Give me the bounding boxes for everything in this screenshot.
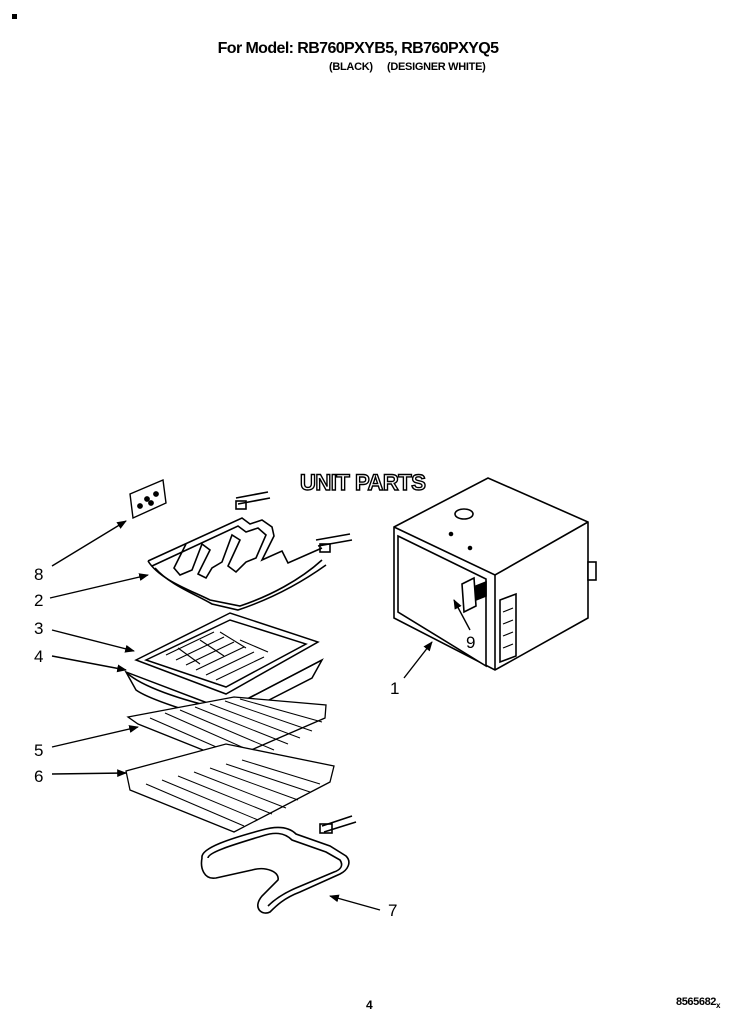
leader-lines	[49, 520, 471, 911]
callout-1: 1	[390, 679, 399, 698]
terminal-plate-part	[129, 478, 167, 520]
callout-9: 9	[466, 633, 475, 652]
callout-3: 3	[34, 619, 43, 638]
page-number: 4	[366, 998, 373, 1012]
section-title: UNIT PARTS	[299, 469, 426, 495]
callout-7: 7	[388, 901, 397, 920]
leader-line-6	[51, 769, 127, 778]
document-number-value: 8565682	[676, 996, 717, 1008]
document-number: 8565682x	[676, 996, 721, 1011]
bake-element-part	[200, 815, 357, 914]
leader-line-2	[49, 573, 149, 599]
leader-line-5	[51, 725, 139, 748]
callout-2: 2	[34, 591, 43, 610]
color-label-black: (BLACK)	[329, 61, 373, 73]
leader-line-8	[51, 520, 127, 567]
leader-line-9	[453, 599, 471, 631]
broiler-grid-part	[134, 612, 320, 695]
leader-line-1	[403, 641, 433, 679]
leader-line-3	[51, 629, 135, 653]
oven-cavity-part	[393, 477, 597, 671]
broil-element-part	[147, 491, 353, 611]
leader-line-4	[51, 655, 127, 673]
callout-4: 4	[34, 647, 43, 666]
callout-5: 5	[34, 741, 43, 760]
color-label-white: (DESIGNER WHITE)	[387, 61, 486, 73]
document-number-suffix: x	[716, 1001, 721, 1011]
model-title: For Model: RB760PXYB5, RB760PXYQ5	[217, 40, 499, 57]
leader-line-7	[329, 894, 381, 911]
callout-6: 6	[34, 767, 43, 786]
callout-8: 8	[34, 565, 43, 584]
oven-rack-lower-part	[125, 743, 335, 833]
page-corner-mark	[12, 14, 17, 19]
